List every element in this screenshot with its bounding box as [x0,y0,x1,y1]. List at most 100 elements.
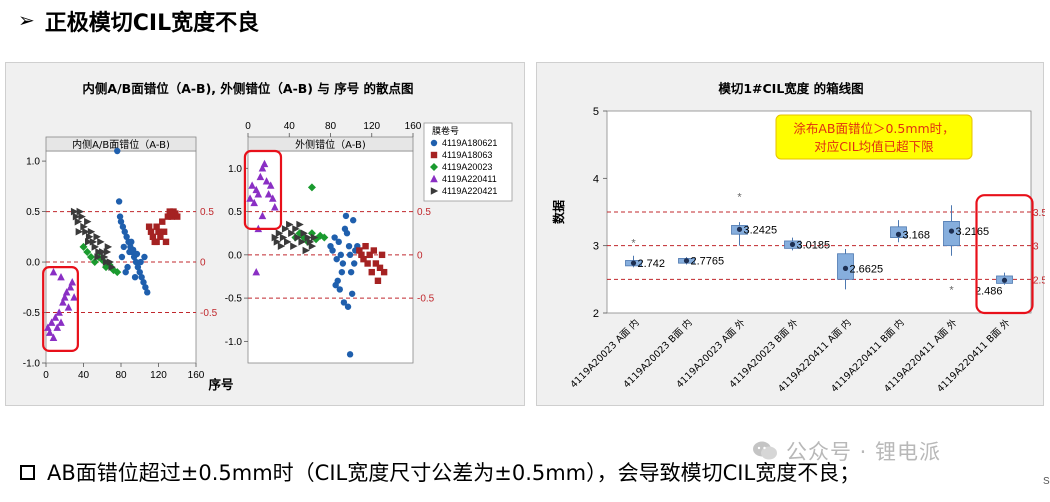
scatter-point [166,208,173,215]
boxplot-annotation-text: 涂布AB面错位＞0.5mm时， [793,121,954,136]
scatter-point [362,242,369,250]
scatter-point [116,213,124,220]
scatter-highlight-box [243,149,283,230]
scatter-point [91,243,99,251]
scatter-point [84,217,92,226]
scatter-point [133,250,141,258]
scatter-point [275,229,284,238]
scatter-point [87,227,96,236]
scatter-point [164,213,172,220]
boxplot-mean-point [683,258,690,264]
boxplot-ytick-label: 5 [593,106,599,118]
scatter-point [302,246,310,255]
scatter-panel-0-ref-label: 0 [200,258,206,269]
scatter-point [93,233,101,241]
wechat-icon [753,441,777,460]
scatter-point [374,277,382,284]
scatter-point [307,229,316,238]
scatter-point [60,293,69,301]
scatter-point [168,213,175,220]
scatter-point [94,253,102,261]
scatter-point [120,243,128,251]
boxplot-annotation-box [775,114,973,160]
scatter-panel-1-xtick-label: 160 [405,121,422,132]
watermark-text: 公众号 · 锂电派 [786,440,942,464]
scatter-point [99,248,107,256]
scatter-point [335,238,342,246]
scatter-point [307,183,316,192]
scatter-point [380,268,388,276]
slide-title-text: 正极模切CIL宽度不良 [44,11,260,36]
scatter-point [49,267,58,276]
scatter-point [347,268,355,276]
scatter-point [157,233,164,241]
scatter-point [364,260,371,267]
boxplot-mean-point [895,231,902,237]
scatter-panel-1-ytick-label: -1.0 [225,337,243,348]
scatter-legend-box [423,122,513,202]
scatter-point [114,147,121,155]
boxplot-ytick-label: 2 [593,308,599,320]
scatter-point [288,229,296,238]
scatter-point [286,220,294,229]
scatter-point [75,227,84,236]
scatter-point [85,233,94,241]
scatter-point [113,268,122,277]
scatter-point [153,238,160,246]
scatter-point [174,213,181,220]
scatter-point [329,247,336,254]
scatter-point [140,279,147,286]
scatter-point [136,268,143,276]
scatter-point [306,238,315,246]
scatter-point [252,267,261,276]
footer-note-text: AB面错位超过±0.5mm时（CIL宽度尺寸公差为±0.5mm），会导致模切CI… [47,461,861,485]
scatter-point [83,247,92,256]
scatter-point [72,212,81,221]
boxplot-annotation-text: 对应CIL均值已超下限 [814,139,934,154]
boxplot-mean-point [948,228,955,234]
scatter-point [342,212,350,220]
scatter-point [160,228,168,235]
scatter-panel-1-ytick-label: 1.0 [228,164,242,175]
scatter-point [45,328,54,336]
scatter-legend-label: 4119A20023 [442,162,492,172]
square-bullet-icon [20,464,35,480]
scatter-panel-1-strip-label: 外侧错位（A-B) [295,138,366,151]
boxplot-ytick-label: 4 [593,173,599,185]
scatter-point [159,218,166,225]
boxplot-mean-point [1001,277,1008,283]
scatter-panel-1-xtick-label: 80 [325,121,337,132]
scatter-panel-0-xtick-label: 80 [115,370,127,381]
scatter-point [298,238,306,246]
boxplot-outlier: * [737,192,742,204]
scatter-point [137,258,144,266]
scatter-point [142,284,149,291]
scatter-point [55,308,63,316]
scatter-point [345,242,353,250]
scatter-point [250,198,258,207]
scatter-point [260,159,269,168]
watermark: 公众号 · 锂电派 [752,436,941,466]
scatter-point [248,181,256,189]
scatter-point [128,238,135,246]
scatter-point [155,228,162,235]
boxplot-mean-label: 2.6625 [850,263,884,275]
scatter-point [66,283,75,291]
scatter-point [131,273,139,281]
boxplot-mean-label: 3.168 [903,229,931,241]
scatter-panel-0-ytick-label: 1.0 [26,157,40,168]
scatter-panel-0-ytick-label: 0.0 [26,258,40,269]
scatter-legend-marker [430,187,439,195]
scatter-point [68,278,77,286]
scatter-point [262,177,271,185]
scatter-point [338,268,346,276]
scatter-point [337,251,345,259]
scatter-point [84,238,93,246]
scatter-point [62,288,71,296]
scatter-point [339,260,347,267]
scatter-point [82,227,90,236]
arrow-bullet-icon: ➢ [18,10,35,32]
edge-mark: S [1043,476,1050,487]
